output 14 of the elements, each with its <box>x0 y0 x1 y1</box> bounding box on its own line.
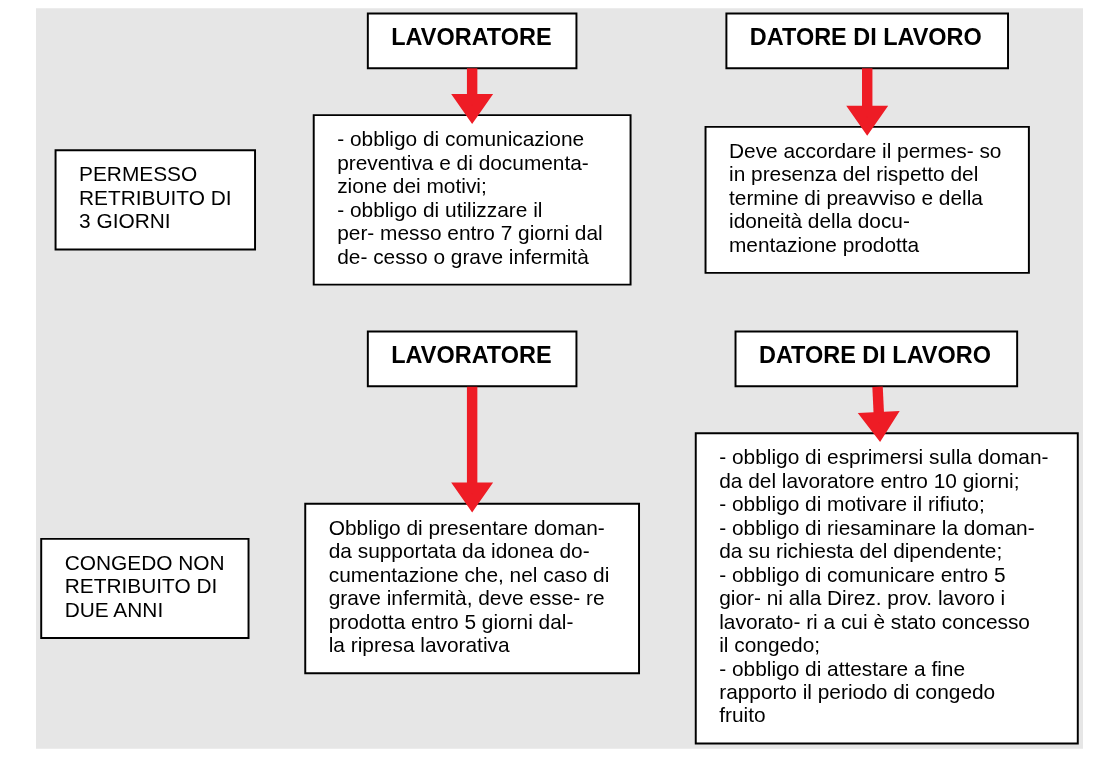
node-box: Deve accordare il permes- so in presenza del rispetto del termine di preavviso e della idoneità della docu- mentazione prodotta <box>704 125 1030 274</box>
node-box: - obbligo di comunicazione preventiva e di documenta- zione dei motivi; - obbligo di utilizzare il per- messo entro 7 giorni dal de- cesso o grave infermità <box>312 114 632 286</box>
node-box: LAVORATORE <box>366 12 578 70</box>
arrow <box>846 68 889 136</box>
node-box: Obbligo di presentare doman- da supportata da idonea do- cumentazione che, nel caso di grave infermità, deve esse- re prodotta entro 5 giorni dal- la ripresa lavorativa <box>304 502 640 675</box>
arrow <box>451 68 494 124</box>
node-box: PERMESSO RETRIBUITO DI 3 GIORNI <box>54 149 257 251</box>
node-box: DATORE DI LAVORO <box>725 12 1009 70</box>
node-box: CONGEDO NON RETRIBUITO DI DUE ANNI <box>40 537 250 639</box>
arrow <box>857 386 900 442</box>
arrow <box>451 386 494 513</box>
node-box: - obbligo di esprimersi sulla doman- da del lavoratore entro 10 giorni; - obbligo di motivare il rifiuto; - obbligo di riesaminare la doman- da su richiesta del dipendente; - obbligo di comunicare entro 5 gior- ni alla Direz. prov. lavoro i lavorato- ri a cui è stato concesso il congedo; - obbligo di attestare a fine rapporto il periodo di congedo fruito <box>694 432 1079 745</box>
node-box: LAVORATORE <box>366 330 578 388</box>
node-box: DATORE DI LAVORO <box>734 330 1019 388</box>
